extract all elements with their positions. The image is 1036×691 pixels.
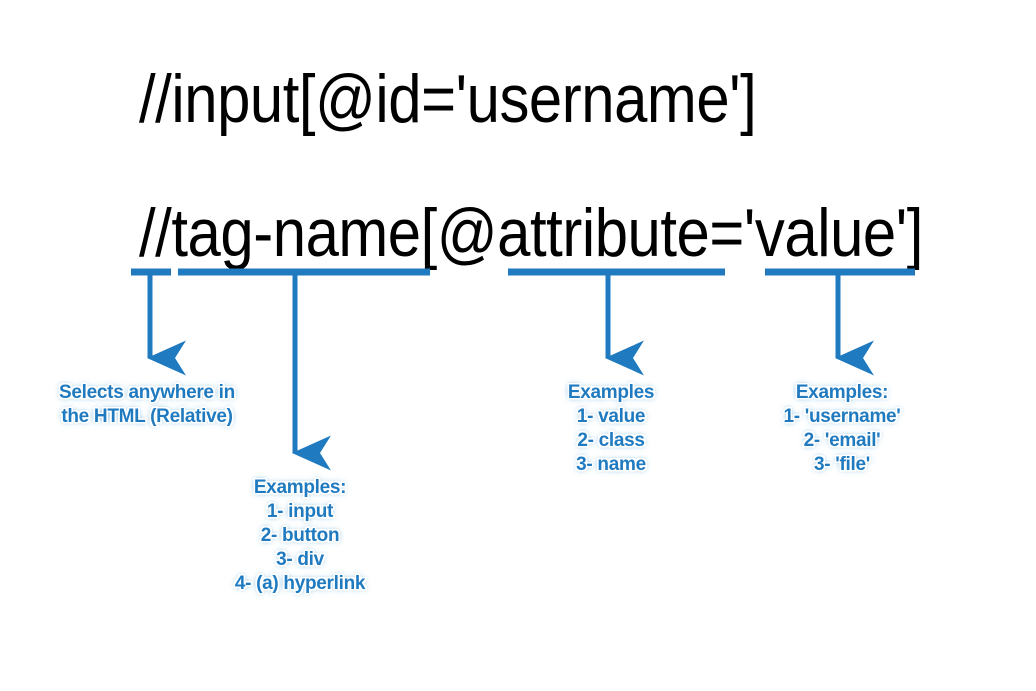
note-value-examples: Examples: 1- 'username' 2- 'email' 3- 'f… [783, 382, 901, 475]
note-tag-name-examples: Examples: 1- input 2- button 3- div 4- (… [234, 477, 366, 594]
xpath-generic-expression: //tag-name[@attribute='value'] [139, 195, 923, 271]
note-relative-path: Selects anywhere in the HTML (Relative) [59, 382, 235, 427]
xpath-example-expression: //input[@id='username'] [139, 61, 757, 137]
note-attribute-examples: Examples 1- value 2- class 3- name [567, 382, 655, 475]
